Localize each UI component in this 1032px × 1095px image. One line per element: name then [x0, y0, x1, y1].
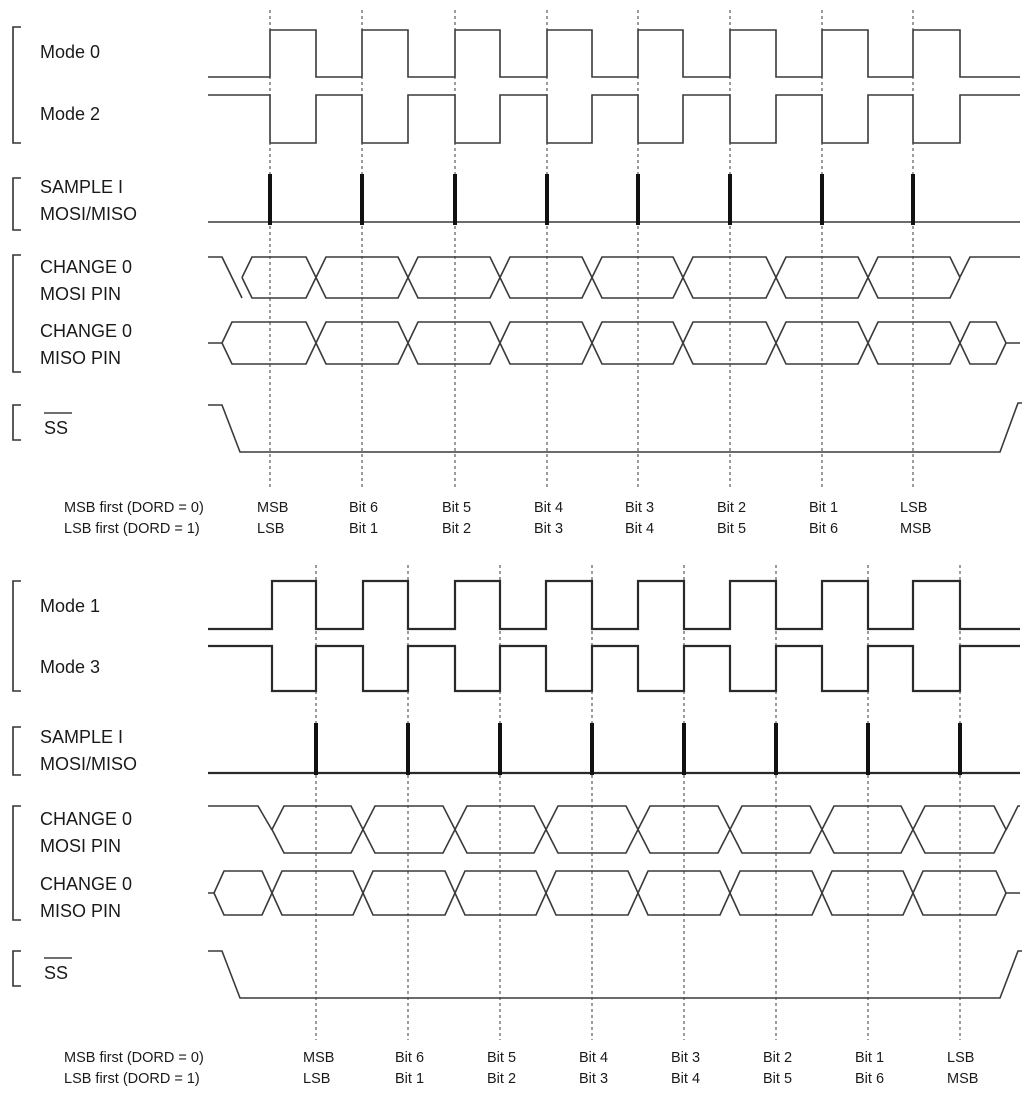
bit-label: Bit 6: [809, 521, 838, 537]
bit-label: LSB: [303, 1071, 330, 1087]
bit-label: Bit 1: [349, 521, 378, 537]
bit-label: Bit 3: [625, 500, 654, 516]
bit-label: Bit 2: [717, 500, 746, 516]
bracket-data: [12, 254, 21, 373]
mode3-clock-waveform: [208, 644, 1020, 693]
mode1-clock-waveform: [208, 579, 1020, 631]
lsb-first-label: LSB first (DORD = 1): [64, 521, 200, 537]
change-mosi-label: CHANGE 0: [40, 809, 132, 829]
sample-label: SAMPLE I: [40, 727, 123, 747]
ss-label: SS: [44, 963, 68, 983]
miso-data-waveform: [208, 870, 1020, 916]
change-mosi-label: CHANGE 0: [40, 257, 132, 277]
sample-grid-lines: [269, 10, 914, 488]
bit-label: Bit 4: [625, 521, 654, 537]
bit-label: Bit 3: [579, 1071, 608, 1087]
sample-pulses: [314, 723, 962, 775]
bit-label: MSB: [303, 1050, 334, 1066]
mosi-data-waveform: [208, 805, 1020, 854]
timing-diagram-mode0-mode2: Mode 0 Mode 2 SAMPLE I MOSI/MISO CHANGE …: [12, 10, 1022, 537]
bit-order-labels: MSB Bit 6 Bit 5 Bit 4 Bit 3 Bit 2 Bit 1 LSB LSB B…: [303, 1050, 978, 1087]
mode0-label: Mode 0: [40, 42, 100, 62]
sample-label-pins: MOSI/MISO: [40, 204, 137, 224]
bracket-sample: [12, 177, 21, 231]
bit-label: Bit 2: [487, 1071, 516, 1087]
bit-label: Bit 2: [763, 1050, 792, 1066]
bit-label: Bit 5: [763, 1071, 792, 1087]
mode0-clock-waveform: [208, 29, 1020, 78]
bit-label: Bit 6: [349, 500, 378, 516]
bracket-ss: [12, 950, 21, 987]
miso-pin-label: MISO PIN: [40, 901, 121, 921]
bracket-ss: [12, 404, 21, 441]
bit-label: LSB: [947, 1050, 974, 1066]
bit-label: Bit 2: [442, 521, 471, 537]
miso-pin-label: MISO PIN: [40, 348, 121, 368]
bit-label: Bit 1: [809, 500, 838, 516]
bit-label: Bit 4: [534, 500, 563, 516]
bit-label: MSB: [900, 521, 931, 537]
change-miso-label: CHANGE 0: [40, 321, 132, 341]
lsb-first-label: LSB first (DORD = 1): [64, 1071, 200, 1087]
bracket-data: [12, 805, 21, 921]
mosi-pin-label: MOSI PIN: [40, 284, 121, 304]
mosi-pin-label: MOSI PIN: [40, 836, 121, 856]
sample-label-pins: MOSI/MISO: [40, 754, 137, 774]
msb-first-label: MSB first (DORD = 0): [64, 500, 204, 516]
bit-label: MSB: [947, 1071, 978, 1087]
bit-label: Bit 4: [671, 1071, 700, 1087]
bit-label: LSB: [257, 521, 284, 537]
bracket-clock: [12, 26, 21, 144]
miso-data-waveform: [208, 321, 1020, 365]
bit-label: Bit 1: [855, 1050, 884, 1066]
bit-label: MSB: [257, 500, 288, 516]
bit-label: Bit 6: [395, 1050, 424, 1066]
bit-label: Bit 3: [671, 1050, 700, 1066]
mode2-clock-waveform: [208, 94, 1020, 144]
bracket-sample: [12, 726, 21, 776]
bit-label: Bit 1: [395, 1071, 424, 1087]
sample-pulses: [268, 174, 915, 225]
bit-label: Bit 6: [855, 1071, 884, 1087]
bit-label: LSB: [900, 500, 927, 516]
mode1-label: Mode 1: [40, 596, 100, 616]
bit-label: Bit 5: [487, 1050, 516, 1066]
timing-diagram-mode1-mode3: Mode 1 Mode 3 SAMPLE I MOSI/MISO CHANGE …: [12, 565, 1022, 1087]
sample-grid-lines: [315, 565, 961, 1040]
mode3-label: Mode 3: [40, 657, 100, 677]
ss-label: SS: [44, 418, 68, 438]
sample-label: SAMPLE I: [40, 177, 123, 197]
msb-first-label: MSB first (DORD = 0): [64, 1050, 204, 1066]
ss-waveform: [208, 402, 1022, 453]
bit-label: Bit 3: [534, 521, 563, 537]
ss-waveform: [208, 950, 1022, 999]
mosi-data-waveform: [208, 256, 1020, 299]
mode2-label: Mode 2: [40, 104, 100, 124]
bracket-clock: [12, 580, 21, 692]
change-miso-label: CHANGE 0: [40, 874, 132, 894]
bit-label: Bit 5: [717, 521, 746, 537]
bit-label: Bit 5: [442, 500, 471, 516]
bit-label: Bit 4: [579, 1050, 608, 1066]
bit-order-labels: MSB Bit 6 Bit 5 Bit 4 Bit 3 Bit 2 Bit 1 LSB LSB B…: [257, 500, 931, 537]
